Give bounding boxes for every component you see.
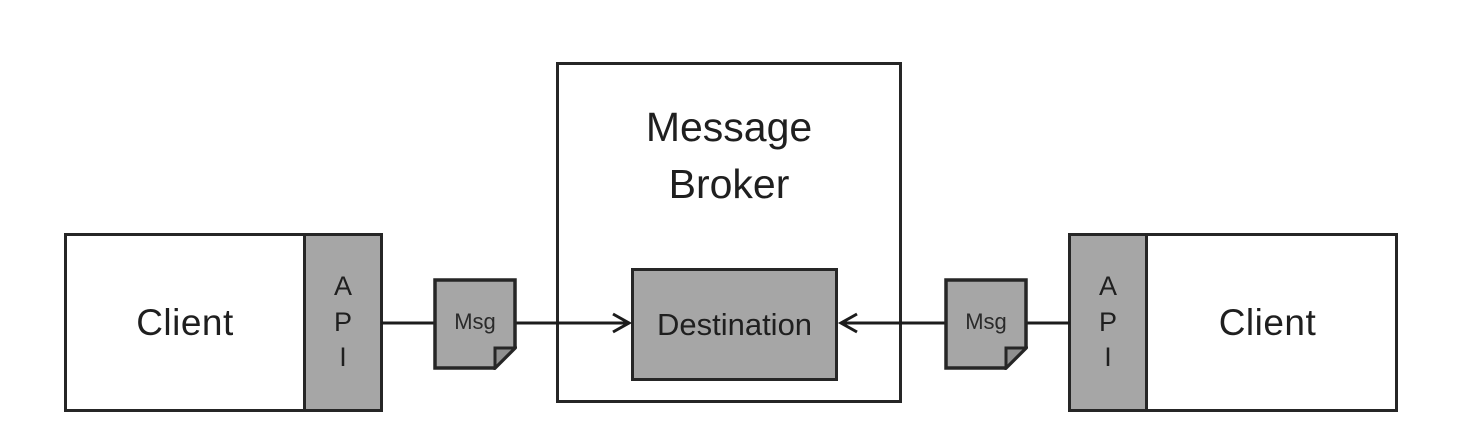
destination-box: Destination bbox=[631, 268, 838, 381]
message-left-doc: Msg bbox=[433, 278, 517, 370]
message-broker-title: Message Broker bbox=[645, 104, 813, 208]
client-right-api-strip: A P I bbox=[1071, 236, 1148, 409]
client-left-api-label: A P I bbox=[333, 271, 352, 373]
client-left-label: Client bbox=[136, 301, 234, 343]
message-right-doc: Msg bbox=[944, 278, 1028, 370]
client-right-label: Client bbox=[1218, 301, 1317, 343]
client-left-box: Client A P I bbox=[64, 233, 383, 412]
message-left-label: Msg bbox=[454, 309, 496, 334]
document-icon bbox=[433, 278, 517, 370]
destination-label: Destination bbox=[656, 306, 813, 342]
client-left-api-strip: A P I bbox=[303, 236, 380, 409]
client-right-box: A P I Client bbox=[1068, 233, 1398, 412]
message-right-label: Msg bbox=[965, 309, 1007, 334]
client-right-api-label: A P I bbox=[1098, 271, 1117, 373]
document-icon bbox=[944, 278, 1028, 370]
